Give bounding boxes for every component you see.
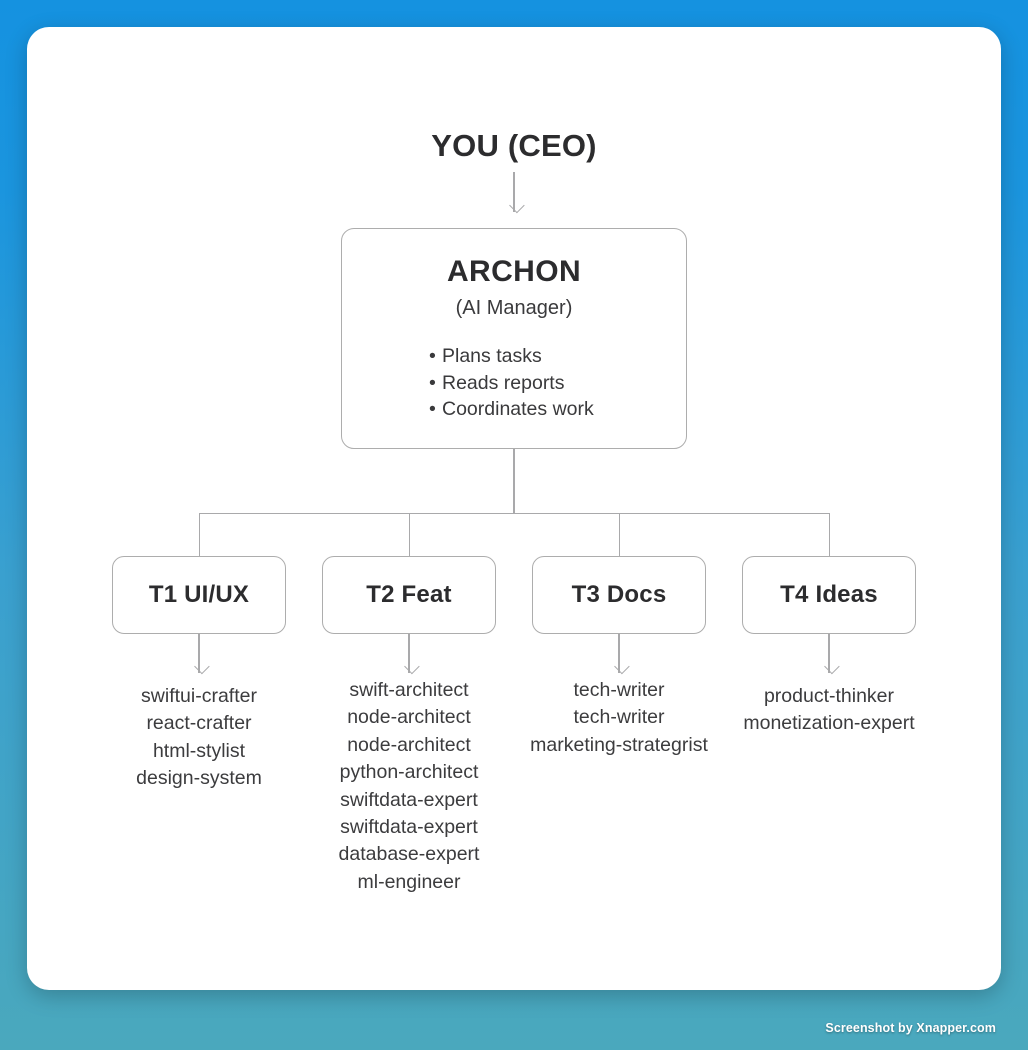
arrow-head-icon [508,197,525,214]
tier-node-4[interactable]: T4 Ideas [742,556,916,634]
agent-item: node-architect [347,733,471,756]
arrow-head-icon [403,658,420,675]
connector-drop-tier-4 [829,513,831,556]
agent-item: react-crafter [146,712,252,735]
tier-label: T4 Ideas [780,581,878,608]
agent-item: swiftdata-expert [340,816,478,839]
agent-list-tier-4: product-thinker monetization-expert [699,683,959,738]
agent-item: html-stylist [152,739,246,762]
arrow-head-icon [613,658,630,675]
archon-capability-list: Plans tasks Reads reports Coordinates wo… [429,343,594,423]
agent-item: design-system [136,767,262,790]
org-chart-diagram: YOU (CEO) ARCHON (AI Manager) Plans task… [27,27,1001,990]
arrow-ceo-to-archon [27,172,1001,214]
agent-list-tier-2: swift-architect node-architect node-arch… [279,677,539,896]
arrow-tier-2-to-agents [389,634,429,675]
arrow-shaft [198,634,200,673]
arrow-tier-3-to-agents [599,634,639,675]
arrow-head-icon [823,658,840,675]
agent-item: swiftui-crafter [141,685,257,707]
ceo-title: YOU (CEO) [431,128,597,163]
tier-node-2[interactable]: T2 Feat [322,556,496,634]
agent-list-tier-3: tech-writer tech-writer marketing-strate… [489,677,749,759]
agent-item: swift-architect [349,679,469,701]
screenshot-card: YOU (CEO) ARCHON (AI Manager) Plans task… [27,27,1001,990]
connector-stem-archon [513,449,515,513]
archon-bullet: Reads reports [429,370,594,397]
arrow-shaft [618,634,620,673]
agent-item: database-expert [338,843,480,866]
archon-bullet: Coordinates work [429,396,594,423]
archon-bullet: Plans tasks [429,343,594,370]
agent-item: marketing-strategrist [530,733,708,756]
arrow-tier-4-to-agents [809,634,849,675]
xnapper-watermark: Screenshot by Xnapper.com [825,1021,996,1035]
agent-item: node-architect [347,706,471,729]
archon-manager-node[interactable]: ARCHON (AI Manager) Plans tasks Reads re… [341,228,687,449]
connector-bus [199,513,829,515]
agent-list-tier-1: swiftui-crafter react-crafter html-styli… [69,683,329,793]
connector-drop-tier-3 [619,513,621,556]
arrow-shaft [828,634,830,673]
tier-node-3[interactable]: T3 Docs [532,556,706,634]
arrow-shaft [513,172,515,212]
tier-label: T1 UI/UX [148,581,250,608]
agent-item: swiftdata-expert [340,788,478,811]
agent-item: tech-writer [573,706,665,729]
archon-title: ARCHON [446,255,582,288]
connector-drop-tier-2 [409,513,411,556]
tier-node-1[interactable]: T1 UI/UX [112,556,286,634]
arrow-tier-1-to-agents [179,634,219,675]
agent-item: product-thinker [763,685,895,707]
archon-subtitle: (AI Manager) [455,297,573,319]
agent-item: ml-engineer [357,870,461,893]
agent-item: monetization-expert [743,712,915,735]
tier-label: T3 Docs [571,581,667,608]
arrow-head-icon [193,658,210,675]
arrow-shaft [408,634,410,673]
agent-item: tech-writer [573,679,665,701]
connector-drop-tier-1 [199,513,201,556]
tier-label: T2 Feat [366,581,452,608]
agent-item: python-architect [339,761,479,784]
